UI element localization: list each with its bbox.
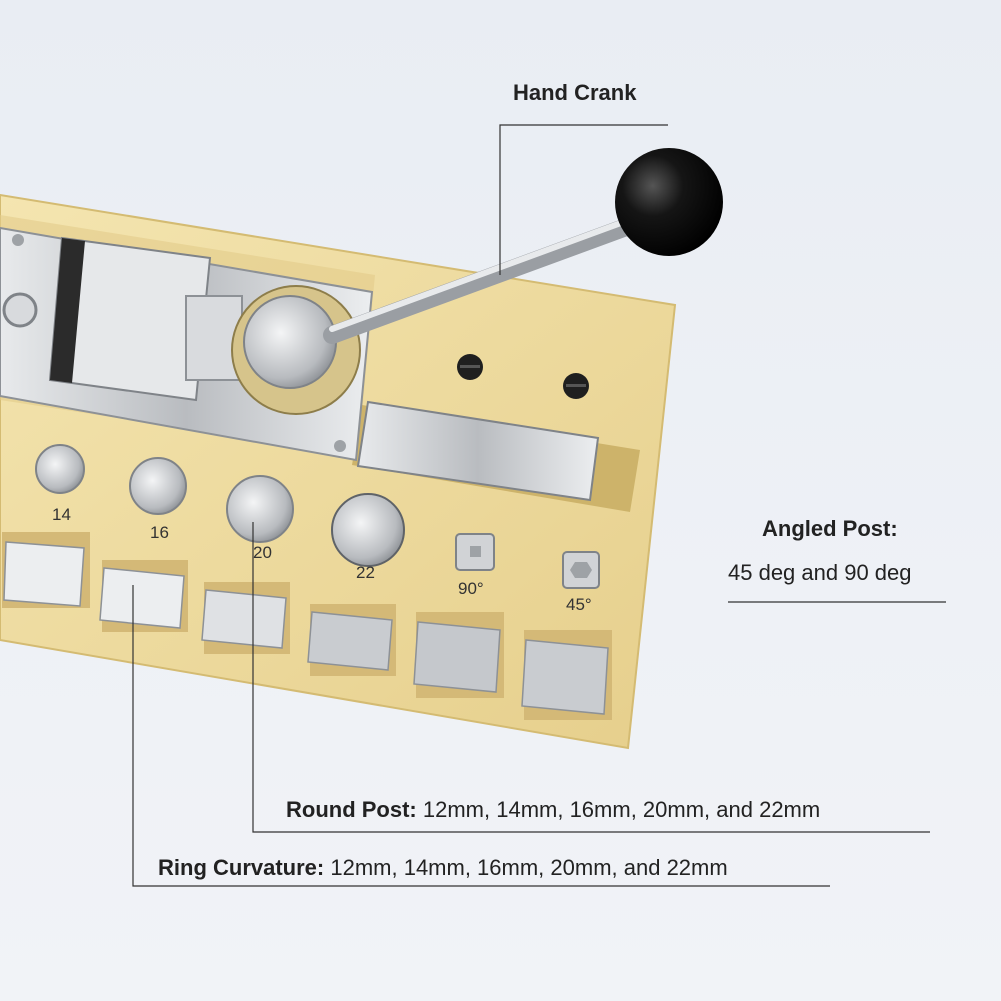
- mark-20: 20: [253, 543, 272, 562]
- steel-bar: [356, 400, 600, 502]
- round-post-title: Round Post:: [286, 797, 417, 822]
- hand-crank: [323, 148, 723, 344]
- mark-90: 90°: [458, 579, 484, 598]
- mark-45: 45°: [566, 595, 592, 614]
- ring-curvature-label: Ring Curvature: 12mm, 14mm, 16mm, 20mm, …: [158, 855, 728, 881]
- angled-post-value: 45 deg and 90 deg: [728, 560, 912, 585]
- bender-plate: [0, 226, 374, 462]
- screws: [457, 354, 589, 399]
- ring-curvature-value: 12mm, 14mm, 16mm, 20mm, and 22mm: [324, 855, 728, 880]
- mark-22: 22: [356, 563, 375, 582]
- ring-curvature-blocks: [2, 532, 612, 720]
- angled-post-title: Angled Post:: [762, 516, 898, 541]
- ring-curvature-title: Ring Curvature:: [158, 855, 325, 880]
- mark-14: 14: [52, 505, 71, 524]
- round-posts: [35, 444, 600, 589]
- mark-16: 16: [150, 523, 169, 542]
- hand-crank-label: Hand Crank: [513, 80, 637, 105]
- round-post-label: Round Post: 12mm, 14mm, 16mm, 20mm, and …: [286, 797, 820, 823]
- callout-lines: [132, 124, 946, 887]
- board-markings: 14 16 20 22 90° 45°: [52, 505, 592, 614]
- round-post-value: 12mm, 14mm, 16mm, 20mm, and 22mm: [416, 797, 821, 822]
